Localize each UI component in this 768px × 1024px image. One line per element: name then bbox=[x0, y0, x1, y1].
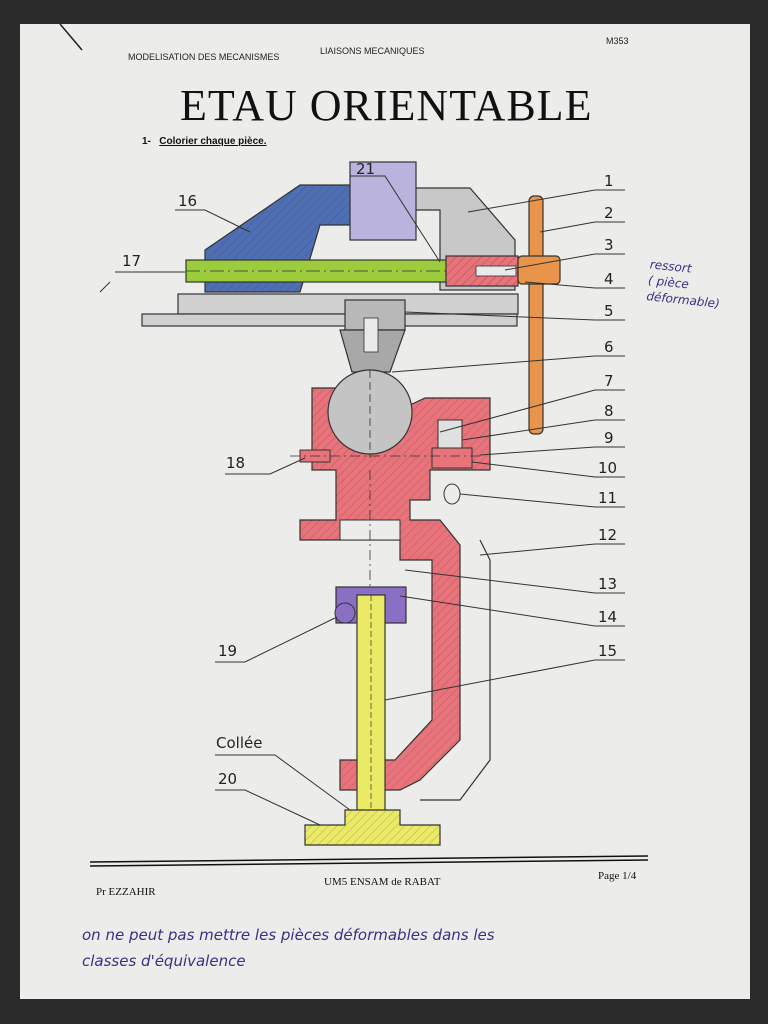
bottom-note: on ne peut pas mettre les pièces déforma… bbox=[82, 922, 495, 974]
header-chapter: LIAISONS MECANIQUES bbox=[320, 46, 425, 56]
part-10 bbox=[431, 447, 473, 469]
base-rail bbox=[141, 313, 518, 327]
label-17: 17 bbox=[122, 252, 141, 270]
header-course: MODELISATION DES MECANISMES bbox=[128, 52, 280, 62]
label-13: 13 bbox=[598, 575, 617, 593]
label-8: 8 bbox=[604, 402, 614, 420]
label-4: 4 bbox=[604, 270, 614, 288]
label-12: 12 bbox=[598, 526, 617, 544]
spring-4 bbox=[475, 265, 517, 277]
label-10: 10 bbox=[598, 459, 617, 477]
label-20: 20 bbox=[218, 770, 237, 788]
instruction-number: 1- bbox=[142, 136, 151, 147]
bottom-note-line-2: classes d'équivalence bbox=[82, 952, 246, 970]
footer-institution: UM5 ENSAM de RABAT bbox=[324, 876, 441, 888]
handle-hub bbox=[517, 255, 561, 285]
label-colle: Collée bbox=[216, 734, 262, 752]
label-15: 15 bbox=[598, 642, 617, 660]
part-19 bbox=[334, 602, 356, 624]
label-2: 2 bbox=[604, 204, 614, 222]
part-11 bbox=[443, 483, 461, 505]
label-3: 3 bbox=[604, 236, 614, 254]
label-1: 1 bbox=[604, 172, 614, 190]
header-code: M353 bbox=[606, 36, 629, 46]
footer-page: Page 1/4 bbox=[598, 870, 637, 882]
label-18: 18 bbox=[226, 454, 245, 472]
label-16: 16 bbox=[178, 192, 197, 210]
label-11: 11 bbox=[598, 489, 617, 507]
page-title: ETAU ORIENTABLE bbox=[180, 81, 593, 130]
instruction: 1- Colorier chaque pièce. bbox=[142, 136, 267, 147]
label-19: 19 bbox=[218, 642, 237, 660]
bottom-note-line-1: on ne peut pas mettre les pièces déforma… bbox=[82, 926, 495, 944]
label-9: 9 bbox=[604, 429, 614, 447]
label-6: 6 bbox=[604, 338, 614, 356]
label-5: 5 bbox=[604, 302, 614, 320]
instruction-text: Colorier chaque pièce. bbox=[159, 136, 267, 147]
part-21 bbox=[349, 161, 417, 241]
footer-author: Pr EZZAHIR bbox=[96, 886, 156, 898]
label-14: 14 bbox=[598, 608, 617, 626]
label-7: 7 bbox=[604, 372, 614, 390]
part-8 bbox=[437, 419, 463, 451]
label-21: 21 bbox=[356, 160, 375, 178]
